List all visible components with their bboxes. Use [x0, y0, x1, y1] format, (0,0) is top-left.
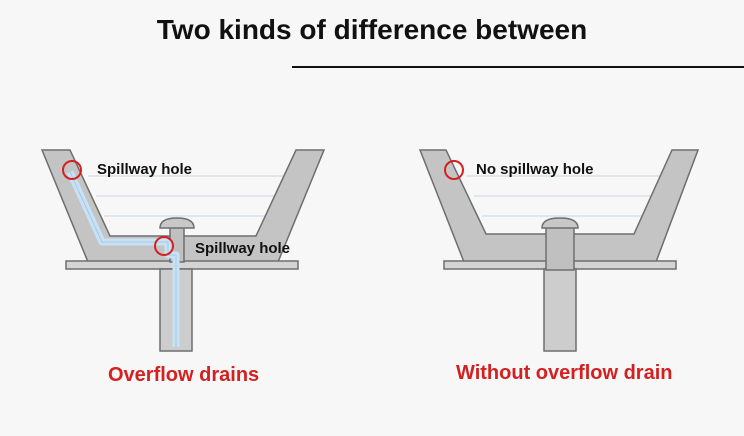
left-label-mid: Spillway hole	[195, 240, 290, 257]
right-label-top: No spillway hole	[476, 161, 594, 178]
title-underline	[292, 66, 744, 68]
diagram-title: Two kinds of difference between	[156, 14, 588, 45]
right-stopper-stem	[545, 225, 575, 271]
left-caption: Overflow drains	[108, 364, 260, 386]
right-drain-pipe	[543, 268, 577, 352]
left-label-top: Spillway hole	[97, 161, 192, 178]
left-basin-group: Spillway hole Spillway hole	[40, 149, 326, 352]
right-stopper-cap	[541, 217, 579, 229]
left-water-lines	[88, 175, 296, 217]
left-spillway-marker-top	[62, 160, 82, 180]
left-spillway-marker-mid	[154, 236, 174, 256]
left-stopper-cap	[159, 217, 195, 229]
right-water-lines	[466, 175, 672, 217]
right-no-spillway-marker	[444, 160, 464, 180]
right-caption: Without overflow drain	[456, 362, 673, 384]
right-basin-group: No spillway hole	[418, 149, 700, 352]
